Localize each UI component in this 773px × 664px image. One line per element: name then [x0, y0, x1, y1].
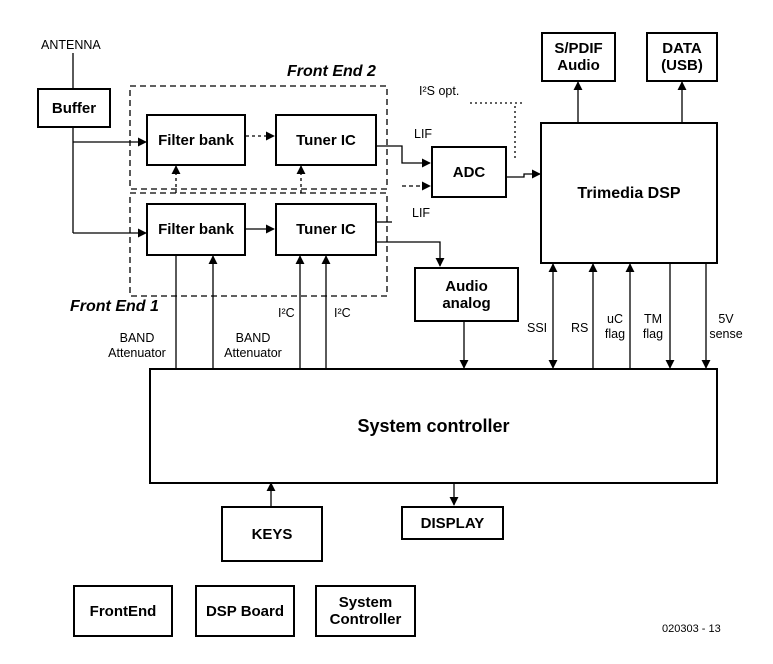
i2c-2-label: I²C — [334, 306, 351, 320]
adc-block: ADC — [431, 146, 507, 198]
filter-bank-2-block: Filter bank — [146, 114, 246, 166]
trimedia-dsp-block: Trimedia DSP — [540, 122, 718, 264]
legend-system-controller: System Controller — [315, 585, 416, 637]
band-attenuator-1-label: BAND Attenuator — [108, 331, 166, 360]
lif-bottom-label: LIF — [412, 206, 431, 220]
spdif-audio-block: S/PDIF Audio — [541, 32, 616, 82]
tuner-ic-2-block: Tuner IC — [275, 114, 377, 166]
figure-id-label: 020303 - 13 — [662, 623, 721, 635]
legend-frontend: FrontEnd — [73, 585, 173, 637]
tuner-ic-1-block: Tuner IC — [275, 203, 377, 256]
i2c-1-label: I²C — [278, 306, 295, 320]
buffer-block: Buffer — [37, 88, 111, 128]
rs-label: RS — [571, 321, 589, 335]
data-usb-block: DATA (USB) — [646, 32, 718, 82]
5v-sense-label: 5V sense — [709, 312, 743, 341]
uc-flag-label: uC flag — [604, 312, 626, 341]
front-end-1-label: Front End 1 — [70, 298, 159, 315]
legend-dsp-board: DSP Board — [195, 585, 295, 637]
band-attenuator-2-label: BAND Attenuator — [224, 331, 282, 360]
display-block: DISPLAY — [401, 506, 504, 540]
antenna-label: ANTENNA — [41, 38, 101, 52]
system-controller-block: System controller — [149, 368, 718, 484]
ssi-label: SSI — [527, 321, 548, 335]
i2s-opt-label: I²S opt. — [419, 84, 460, 98]
front-end-2-label: Front End 2 — [287, 63, 376, 80]
lif-top-label: LIF — [414, 127, 433, 141]
filter-bank-1-block: Filter bank — [146, 203, 246, 256]
audio-analog-block: Audio analog — [414, 267, 519, 322]
tm-flag-label: TM flag — [642, 312, 664, 341]
keys-block: KEYS — [221, 506, 323, 562]
